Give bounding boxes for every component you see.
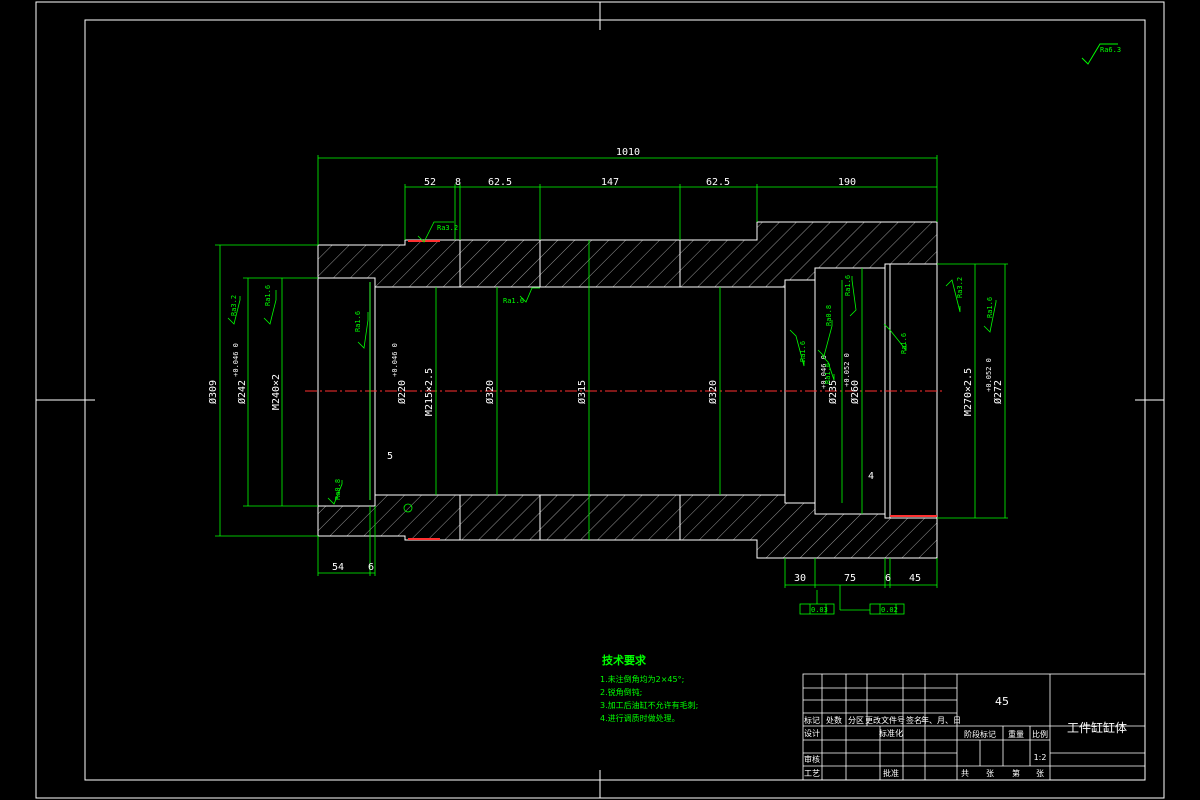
sheet-no-label: 第 — [1012, 768, 1020, 778]
dim-30: 30 — [794, 573, 806, 584]
row-label-2: 处数 — [826, 715, 842, 725]
general-roughness-symbol: Ra6.3 — [1081, 43, 1121, 65]
row-label-6: 年、月、日 — [921, 715, 961, 725]
dim-d235: Ø235 — [827, 380, 839, 404]
dim-m240: M240×2 — [271, 374, 282, 410]
rough-mark-6: Ra1.6 — [799, 341, 807, 362]
tol-260: +0.052 0 — [843, 353, 851, 387]
dim-4: 4 — [868, 471, 874, 482]
row-label-1: 标记 — [804, 715, 820, 725]
rough-mark-8: Ra1.6 — [844, 275, 852, 296]
rough-mark-5: Ra1.6 — [354, 311, 362, 332]
rough-mark-2: Ra1.6 — [503, 297, 524, 305]
dim-6-b: 6 — [885, 573, 891, 584]
dim-6: 6 — [368, 562, 374, 573]
dim-62-a: 62.5 — [488, 177, 512, 188]
rough-mark-12: Ra1.6 — [824, 363, 832, 384]
tolerance-value-2: 0.02 — [881, 606, 898, 614]
dim-d315: Ø315 — [576, 380, 588, 404]
row-label-5: 签名 — [906, 715, 922, 725]
scale-label: 比例 — [1032, 729, 1048, 739]
rough-mark-7: Ra0.8 — [825, 305, 833, 326]
cylinder-section — [317, 221, 938, 559]
tolerance-value-1: 0.03 — [811, 606, 828, 614]
rough-mark-4: Ra1.6 — [264, 285, 272, 306]
title-block — [802, 673, 1146, 781]
tol-235: +0.046 0 — [820, 355, 828, 389]
dim-62-b: 62.5 — [706, 177, 730, 188]
dim-8: 8 — [455, 177, 461, 188]
tech-req-item-3: 3.加工后油缸不允许有毛刺; — [600, 700, 698, 710]
svg-text:Ra6.3: Ra6.3 — [1100, 46, 1121, 54]
sheet-label: 张 — [986, 769, 994, 778]
row-label-4: 更改文件号 — [865, 715, 905, 725]
dim-d220: Ø220 — [396, 380, 408, 404]
review-label: 审核 — [804, 754, 820, 764]
tolerance-frame-1 — [799, 590, 835, 615]
dim-d320-b: Ø320 — [707, 380, 719, 404]
dim-overall: 1010 — [616, 147, 640, 158]
rough-mark-10: Ra3.2 — [956, 277, 964, 298]
sheet-total-label: 共 — [961, 769, 969, 778]
dim-52: 52 — [424, 177, 436, 188]
rough-mark-3: Ra3.2 — [230, 295, 238, 316]
dim-m215: M215×2.5 — [424, 368, 435, 416]
standardize-label: 标准化 — [879, 728, 903, 738]
part-name: 工件缸缸体 — [1067, 720, 1127, 735]
design-label: 设计 — [804, 728, 820, 738]
sheet-label-2: 张 — [1036, 769, 1044, 778]
roughness-symbols — [227, 221, 997, 505]
rough-mark-9: Ra1.6 — [900, 333, 908, 354]
dim-od309: Ø309 — [207, 380, 219, 404]
dim-147: 147 — [601, 177, 619, 188]
row-label-3: 分区 — [848, 716, 864, 725]
process-label: 工艺 — [804, 769, 820, 778]
rough-mark-11: Ra1.6 — [986, 297, 994, 318]
tol-272: +0.052 0 — [985, 358, 993, 392]
tech-req-title: 技术要求 — [602, 653, 647, 667]
dim-d260: Ø260 — [849, 380, 861, 404]
stage-label: 阶段标记 — [964, 729, 996, 739]
rough-mark-13: Ra0.8 — [334, 479, 342, 500]
weight-label: 重量 — [1008, 729, 1024, 739]
dim-5: 5 — [387, 451, 393, 462]
dim-75: 75 — [844, 573, 856, 584]
dim-d242: Ø242 — [236, 380, 248, 404]
datum-marker — [403, 503, 413, 513]
dim-54: 54 — [332, 562, 344, 573]
dim-d320-a: Ø320 — [484, 380, 496, 404]
approve-label: 批准 — [883, 768, 899, 778]
tolerance-frame-2 — [839, 585, 905, 615]
rough-mark-1: Ra3.2 — [437, 224, 458, 232]
dim-190: 190 — [838, 177, 856, 188]
dim-m270: M270×2.5 — [963, 368, 974, 416]
dim-d272: Ø272 — [992, 380, 1004, 404]
tech-req-item-1: 1.未注倒角均为2×45°; — [600, 674, 684, 684]
tol-242: +0.046 0 — [232, 343, 240, 377]
tech-req-item-2: 2.锐角倒钝; — [600, 687, 642, 697]
tech-req-item-4: 4.进行调质时做处理。 — [600, 713, 680, 723]
scale-value: 1:2 — [1034, 753, 1047, 762]
tol-220: +0.046 0 — [391, 343, 399, 377]
horizontal-dimensions — [215, 155, 1008, 588]
dim-45: 45 — [909, 573, 921, 584]
material: 45 — [995, 695, 1009, 708]
